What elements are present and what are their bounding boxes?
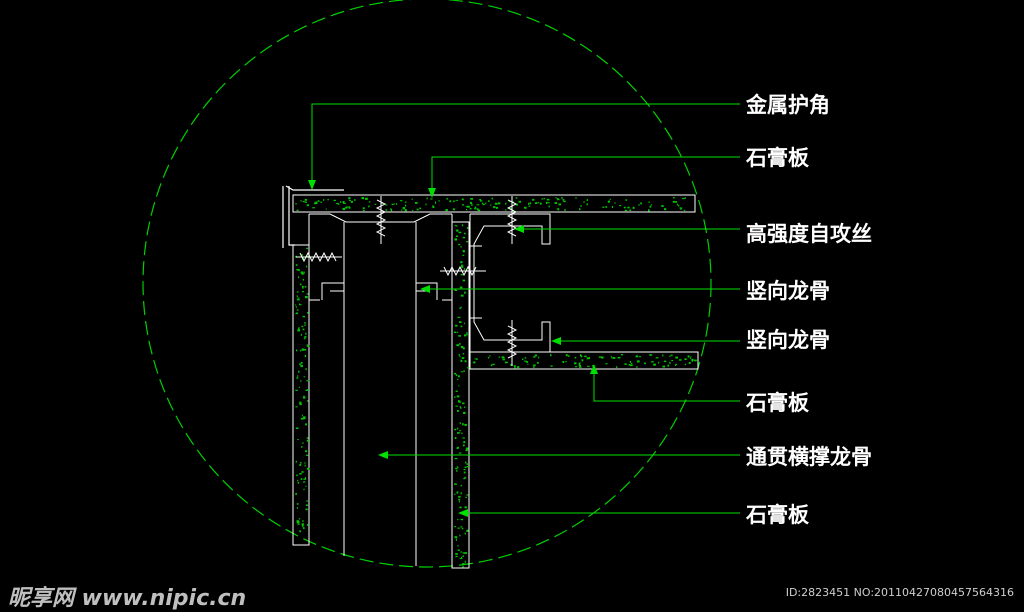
right-gypsum-board — [469, 351, 699, 370]
label-self-tapping-screw: 高强度自攻丝 — [746, 222, 872, 246]
label-metal-corner-guard: 金属护角 — [746, 93, 830, 117]
through-cross-brace-stud — [308, 213, 453, 566]
left-gypsum-board — [292, 244, 310, 546]
label-vertical-stud-1: 竖向龙骨 — [746, 279, 830, 303]
watermark-id: ID:2823451 NO:20110427080457564316 — [785, 586, 1014, 599]
watermark-logo: 昵享网 www.nipic.cn — [8, 586, 247, 611]
self-tapping-screws — [296, 196, 518, 366]
label-vertical-stud-2: 竖向龙骨 — [746, 328, 830, 352]
label-gypsum-board-left: 石膏板 — [746, 503, 809, 527]
label-through-cross-brace: 通贯横撑龙骨 — [746, 445, 872, 469]
leader-arrowheads — [308, 180, 598, 517]
top-gypsum-board — [292, 194, 696, 213]
metal-corner-guard — [282, 185, 344, 248]
label-gypsum-board-top: 石膏板 — [746, 146, 809, 170]
leader-lines — [311, 103, 740, 514]
stud-clip-profiles — [321, 282, 438, 300]
right-vertical-stud — [469, 213, 551, 353]
detail-boundary-circle — [142, 0, 712, 568]
label-gypsum-board-right: 石膏板 — [746, 391, 809, 415]
middle-gypsum-board — [451, 221, 470, 569]
